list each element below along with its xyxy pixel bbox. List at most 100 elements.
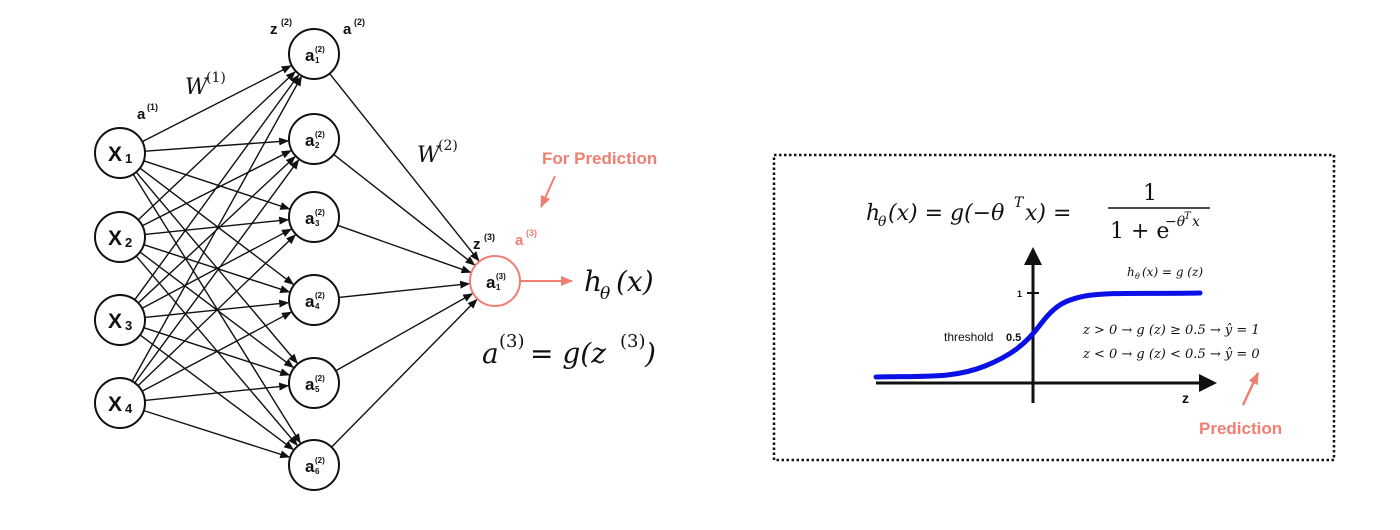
svg-text:(3): (3) — [484, 232, 495, 242]
edge-x4-a5 — [144, 382, 290, 402]
svg-text:h: h — [866, 201, 880, 226]
hidden-node-1 — [288, 28, 340, 80]
input-node-1-sub: 1 — [125, 151, 132, 166]
sigmoid-formula: h θ (x) = g(−θ T x) = 1 1 + e −θ T x — [866, 181, 1210, 244]
svg-text:θ: θ — [1135, 272, 1140, 281]
hidden-node-2-sup: (2) — [315, 130, 325, 139]
hidden-node-2 — [288, 113, 340, 165]
svg-text:1: 1 — [1143, 181, 1157, 206]
input-node-3-sub: 3 — [125, 318, 132, 333]
svg-text:(1): (1) — [147, 102, 158, 112]
z-axis-label: z — [1182, 390, 1189, 406]
svg-text:1 + e: 1 + e — [1110, 219, 1169, 244]
svg-text:h: h — [1127, 265, 1135, 279]
edge-x3-a6 — [139, 334, 294, 451]
curve-label: h θ (x) = g (z) — [1127, 265, 1203, 281]
edge-x4-a4 — [141, 311, 292, 392]
svg-text:a: a — [515, 232, 524, 249]
edge-x4-a3 — [137, 234, 296, 387]
svg-text:W: W — [185, 75, 210, 100]
hidden-node-5-sub: 5 — [315, 385, 320, 394]
edge-x2-a6 — [135, 255, 298, 446]
svg-text:(3): (3) — [499, 331, 525, 352]
input-node-4 — [94, 377, 146, 429]
input-node-2-sub: 2 — [125, 235, 132, 250]
hidden-node-6-label: a — [305, 457, 315, 476]
hypothesis-label: h θ (x) — [584, 265, 654, 304]
edge-x4-a2 — [134, 159, 300, 384]
weight-label-w2: W (2) — [417, 138, 458, 168]
edge-x1-a3 — [143, 160, 291, 210]
prediction-callout: Prediction — [1199, 419, 1282, 438]
input-node-1 — [94, 127, 146, 179]
hidden-node-6-sup: (2) — [315, 456, 325, 465]
edge-x1-a5 — [135, 171, 298, 364]
threshold-label: threshold — [944, 330, 993, 344]
edge-a5-out — [335, 293, 474, 372]
svg-text:z: z — [270, 21, 278, 38]
svg-text:): ) — [644, 337, 656, 370]
hidden-node-2-label: a — [305, 131, 315, 150]
output-node — [469, 255, 521, 307]
layer-label-hidden-a: a (2) — [343, 17, 365, 38]
rule-negative: z < 0 → g (z) < 0.5 → ŷ = 0 — [1082, 347, 1260, 362]
sigmoid-panel-frame — [772, 153, 1336, 462]
hidden-node-1-sup: (2) — [315, 45, 325, 54]
svg-text:z: z — [473, 236, 481, 253]
svg-text:(2): (2) — [354, 17, 365, 27]
svg-text:θ: θ — [600, 284, 610, 304]
output-node-sup: (3) — [496, 272, 506, 281]
edge-x1-a1 — [141, 65, 292, 143]
svg-text:(3): (3) — [620, 331, 646, 352]
input-node-2 — [94, 211, 146, 263]
svg-text:T: T — [1184, 211, 1192, 222]
hidden-node-6-sub: 6 — [315, 467, 320, 476]
hidden-node-4-sub: 4 — [315, 302, 320, 311]
output-node-label: a — [486, 273, 496, 292]
edge-a6-out — [331, 298, 478, 448]
svg-text:(3): (3) — [526, 228, 537, 238]
layer-label-hidden-z: z (2) — [270, 17, 292, 38]
svg-text:x: x — [1192, 214, 1200, 230]
rule-positive: z > 0 → g (z) ≥ 0.5 → ŷ = 1 — [1082, 323, 1260, 338]
svg-text:T: T — [1014, 195, 1025, 211]
network-edges — [131, 65, 480, 459]
svg-text:(x) = g (z): (x) = g (z) — [1142, 265, 1203, 279]
hidden-node-3-sup: (2) — [315, 208, 325, 217]
svg-text:W: W — [417, 143, 442, 168]
svg-text:(2): (2) — [281, 17, 292, 27]
activation-equation: a (3) = g(z (3) ) — [482, 331, 656, 370]
svg-text:a: a — [482, 337, 499, 370]
svg-text:−θ: −θ — [1165, 214, 1186, 230]
edge-a2-out — [333, 153, 476, 266]
svg-text:x) =: x) = — [1025, 201, 1071, 226]
for-prediction-arrow — [540, 175, 556, 208]
svg-text:(2): (2) — [438, 138, 458, 154]
svg-text:h: h — [584, 265, 602, 298]
sigmoid-curve — [873, 290, 1203, 380]
svg-text:a: a — [137, 106, 146, 123]
edge-x1-a4 — [139, 167, 295, 285]
input-node-4-sub: 4 — [125, 401, 133, 416]
svg-text:(1): (1) — [206, 70, 226, 86]
svg-text:θ: θ — [878, 214, 887, 230]
svg-text:(x) = g(−θ: (x) = g(−θ — [888, 201, 1004, 226]
edge-x4-a6 — [143, 409, 291, 459]
hidden-node-5 — [288, 357, 340, 409]
hidden-node-5-label: a — [305, 375, 315, 394]
edge-x1-a6 — [132, 173, 301, 444]
input-node-2-label: X — [108, 227, 122, 250]
layer-label-output-z: z (3) — [473, 232, 495, 253]
output-node-sub: 1 — [496, 283, 501, 292]
svg-text:a: a — [343, 21, 352, 38]
hidden-node-4-label: a — [305, 292, 315, 311]
hidden-node-1-sub: 1 — [315, 56, 320, 65]
hidden-node-2-sub: 2 — [315, 141, 320, 150]
edge-x3-a3 — [141, 228, 292, 309]
svg-text:= g(z: = g(z — [530, 337, 606, 370]
input-node-1-label: X — [108, 143, 122, 166]
edge-a1-out — [329, 73, 480, 262]
hidden-node-4 — [288, 274, 340, 326]
layer-label-input-a: a (1) — [137, 102, 158, 123]
